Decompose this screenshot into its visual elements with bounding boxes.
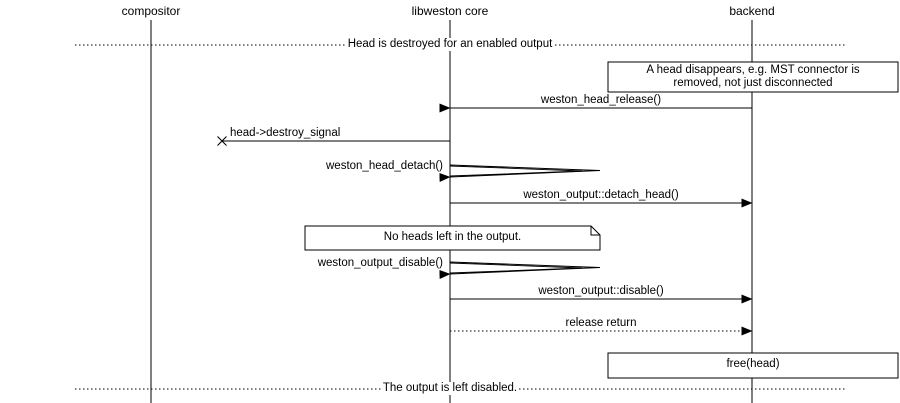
msg-weston-head-release-label: weston_head_release() bbox=[538, 94, 664, 107]
msg-head-destroy-signal-label: head->destroy_signal bbox=[228, 127, 343, 140]
note-free-head-text: free(head) bbox=[608, 358, 898, 371]
participant-label-libweston-core[interactable]: libweston core bbox=[409, 4, 491, 18]
note-head-disappears-box bbox=[607, 61, 899, 93]
msg-weston-head-detach-label: weston_head_detach() bbox=[324, 160, 445, 173]
msg-weston-output-disable-local-label: weston_output_disable() bbox=[315, 257, 445, 270]
msg-weston-output-detach-head-label: weston_output::detach_head() bbox=[521, 189, 681, 202]
note-no-heads-left-fold-corner-icon bbox=[590, 226, 600, 236]
messages-group bbox=[217, 103, 753, 336]
note-no-heads-left-box bbox=[304, 225, 601, 251]
note-no-heads-left-text: No heads left in the output. bbox=[305, 231, 600, 244]
participant-label-backend[interactable]: backend bbox=[727, 4, 777, 18]
note-head-disappears-line1: A head disappears, e.g. MST connector is bbox=[646, 64, 860, 76]
note-free-head-box bbox=[607, 352, 899, 379]
participant-label-compositor[interactable]: compositor bbox=[119, 4, 183, 18]
msg-weston-output-disable-label: weston_output::disable() bbox=[536, 285, 666, 298]
separator-label-1: The output is left disabled. bbox=[380, 382, 520, 395]
msg-weston-output-disable-local-self-loop bbox=[439, 261, 601, 279]
msg-release-return-label: release return bbox=[563, 317, 639, 330]
note-head-disappears-line2: removed, not just disconnected bbox=[673, 77, 833, 89]
msg-head-destroy-signal-cross-icon-b bbox=[217, 136, 227, 146]
msg-weston-head-detach-self-loop bbox=[439, 164, 601, 182]
separator-label-0: Head is destroyed for an enabled output bbox=[345, 38, 555, 51]
msg-weston-output-disable-local-self-loop-inner bbox=[449, 262, 583, 274]
separators-group bbox=[75, 44, 845, 390]
note-head-disappears-text: A head disappears, e.g. MST connector is… bbox=[608, 64, 898, 90]
notes-group bbox=[304, 61, 899, 379]
note-free-head-line1: free(head) bbox=[726, 358, 780, 370]
msg-weston-head-detach-self-loop-inner bbox=[449, 165, 583, 177]
note-no-heads-left-line1: No heads left in the output. bbox=[383, 231, 522, 243]
